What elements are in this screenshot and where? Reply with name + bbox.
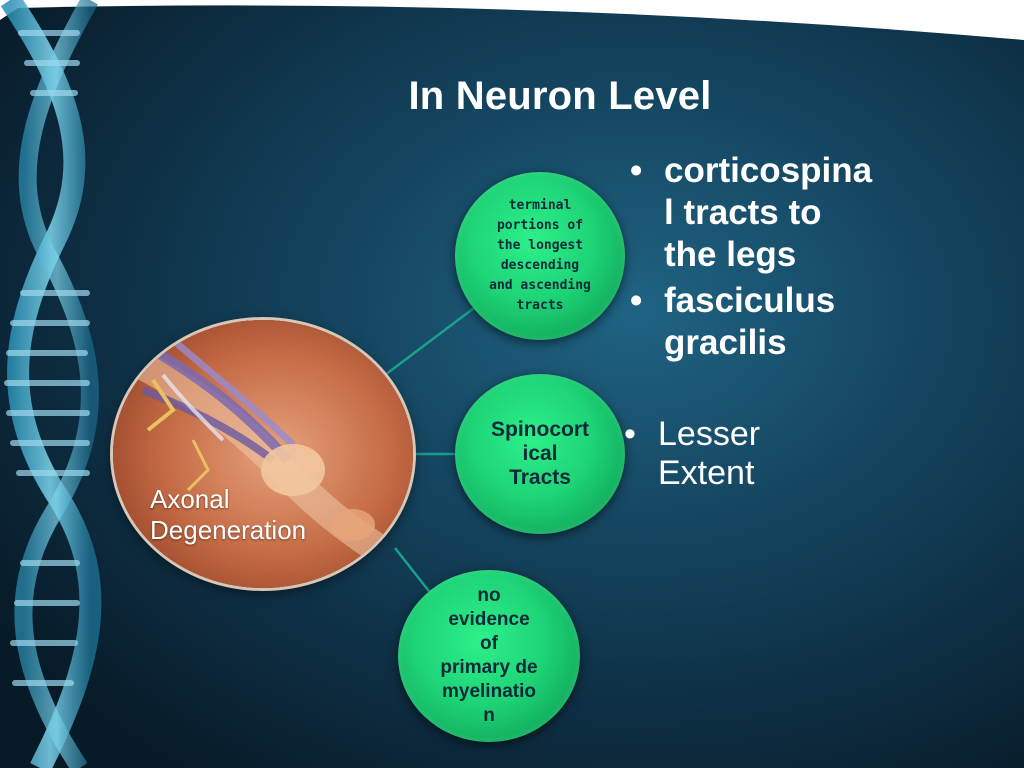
axon-label-line: Axonal <box>150 484 230 514</box>
connector-lines <box>384 304 479 596</box>
node-text-line: myelinatio <box>442 681 536 702</box>
bullet-line: Lesser <box>658 415 761 453</box>
bullet-list-top: • corticospina l tracts to the legs • fa… <box>630 150 910 368</box>
bullet-icon: • <box>630 281 643 320</box>
bullet-line: corticospina <box>664 151 873 190</box>
node-text-line: ical <box>522 442 558 465</box>
node-text-line: n <box>483 705 495 726</box>
bullet-line: Extent <box>658 454 755 492</box>
axon-label-line: Degeneration <box>150 515 307 545</box>
axonal-degeneration-label: Axonal Degeneration <box>150 484 306 546</box>
bullet-line: fasciculus <box>664 281 836 320</box>
bullet-line: gracilis <box>664 323 787 362</box>
spinocortical-tracts-node: Spinocort ical Tracts <box>455 374 625 534</box>
node-text-line: the longest <box>496 238 584 253</box>
node-text-line: and ascending <box>489 278 591 293</box>
node-text-line: descending <box>500 258 580 273</box>
bullet-icon: • <box>630 151 643 190</box>
node-text-line: Spinocort <box>491 418 589 441</box>
dna-helix-icon <box>0 0 102 768</box>
node-text-line: evidence <box>448 609 530 630</box>
node-text-line: terminal <box>508 198 572 213</box>
bullet-item: • corticospina l tracts to the legs <box>630 150 910 276</box>
bullet-icon: • <box>624 415 636 453</box>
node-text-line: portions of <box>496 218 584 233</box>
axon-neuron-icon <box>113 320 413 588</box>
node-text-line: of <box>480 633 498 654</box>
bullet-list-middle: • Lesser Extent <box>624 415 884 493</box>
page-title: In Neuron Level <box>408 74 712 118</box>
node-text: terminal portions of the longest descend… <box>475 196 605 316</box>
node-text-line: no <box>477 585 501 606</box>
node-text: no evidence of primary de myelinatio n <box>424 584 554 728</box>
node-text-line: Tracts <box>509 466 571 489</box>
bullet-line: the legs <box>664 235 797 274</box>
node-text-line: tracts <box>516 298 564 313</box>
no-demyelination-node: no evidence of primary de myelinatio n <box>398 570 580 742</box>
axonal-degeneration-node <box>113 320 413 588</box>
bullet-item: • Lesser Extent <box>624 415 884 493</box>
terminal-portions-node: terminal portions of the longest descend… <box>455 172 625 340</box>
node-text: Spinocort ical Tracts <box>475 418 605 490</box>
bullet-line: l tracts to <box>664 193 822 232</box>
bullet-item: • fasciculus gracilis <box>630 280 910 364</box>
node-text-line: primary de <box>440 657 538 678</box>
